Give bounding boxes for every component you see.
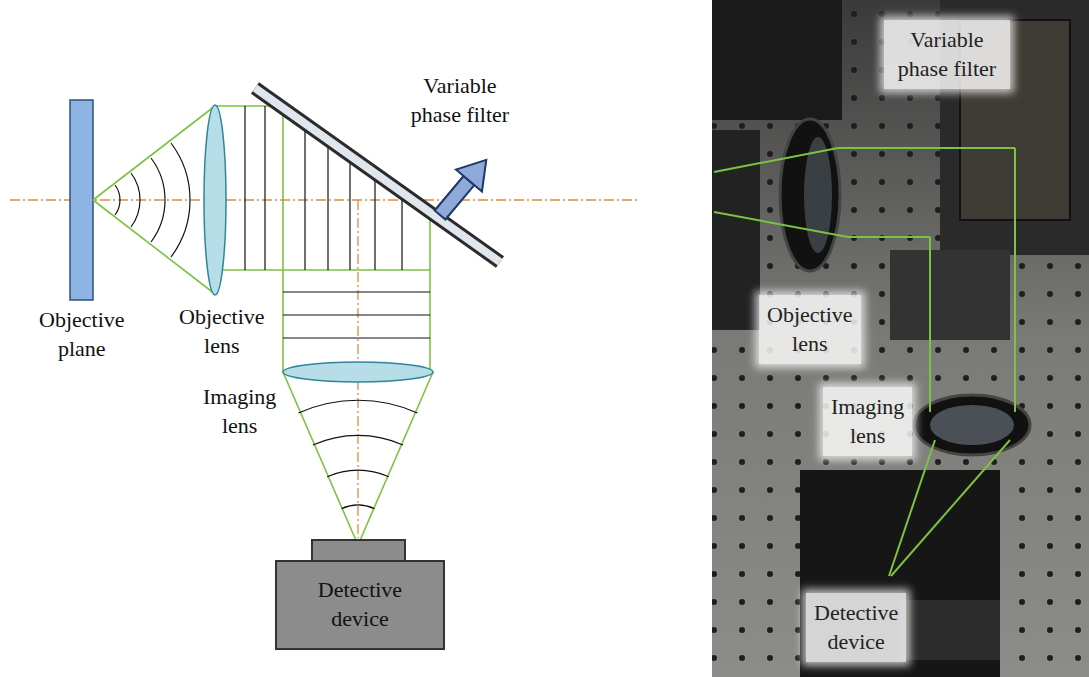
light-cone xyxy=(283,372,433,545)
objective-lens-symbol xyxy=(204,105,226,295)
node-text: Detective device xyxy=(814,599,898,656)
node-text: Objective lens xyxy=(767,301,853,358)
photo-label-box: Objective lens xyxy=(759,295,861,364)
wavefronts xyxy=(115,143,190,257)
optical-axis xyxy=(10,199,640,200)
object-plane xyxy=(70,100,93,300)
detector-box: Detective device xyxy=(275,560,445,650)
node-text-group: Detective device xyxy=(814,599,898,656)
shift-arrow xyxy=(427,149,499,226)
photo-label-box: Detective device xyxy=(806,593,906,662)
part-label: Objective lens xyxy=(179,303,265,360)
part-label: Variable phase filter xyxy=(405,72,515,129)
node-text: Imaging lens xyxy=(831,393,904,450)
photo-beam xyxy=(714,148,1015,576)
photo-label-box: Imaging lens xyxy=(823,387,912,456)
node-text: Detective device xyxy=(318,576,402,633)
detector-window xyxy=(312,540,405,561)
photo-label-box: Variable phase filter xyxy=(884,20,1010,89)
node-text-group: Imaging lens xyxy=(831,393,904,450)
light-cone xyxy=(93,106,215,294)
parallel-beam xyxy=(215,106,430,372)
node-text-group: Detective device xyxy=(318,576,402,633)
node-text: Variable phase filter xyxy=(892,26,1002,83)
node-text-group: Variable phase filter xyxy=(892,26,1002,83)
wavefronts xyxy=(299,400,418,508)
part-label: Imaging lens xyxy=(203,383,276,440)
part-label: Objective plane xyxy=(39,306,125,363)
imaging-lens-symbol xyxy=(283,362,433,382)
lab-photo xyxy=(712,0,1089,677)
node-text-group: Objective lens xyxy=(767,301,853,358)
